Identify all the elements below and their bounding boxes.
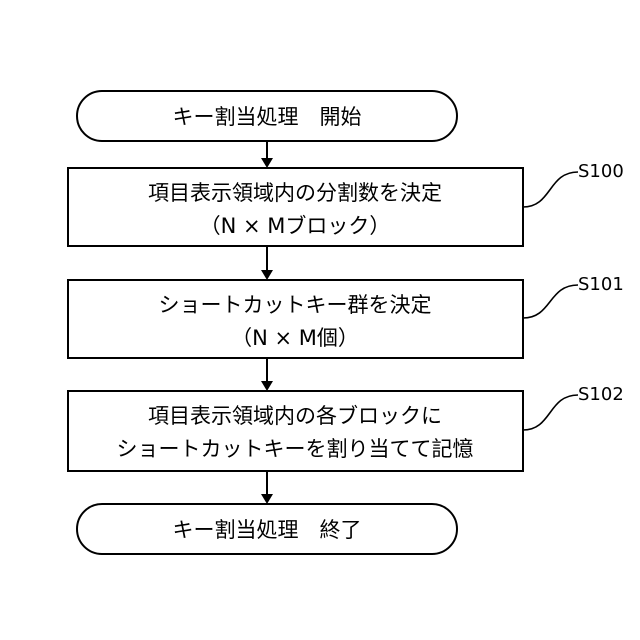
leader-line-s101 (523, 285, 578, 318)
step-label-s100: S100 (578, 161, 624, 182)
end-terminator: キー割当処理 終了 (77, 504, 457, 554)
step-s101-line1: ショートカットキー群を決定 (159, 293, 432, 317)
process-step-s102: 項目表示領域内の各ブロックに ショートカットキーを割り当てて記憶 (68, 391, 523, 471)
step-label-s101: S101 (578, 274, 624, 295)
arrowhead-s100-to-s101 (261, 270, 273, 280)
step-s102-line2: ショートカットキーを割り当てて記憶 (117, 437, 474, 461)
leader-line-s100 (523, 172, 578, 207)
start-terminator: キー割当処理 開始 (77, 91, 457, 141)
step-s100-line2: （N × Mブロック） (200, 214, 391, 238)
step-s100-line1: 項目表示領域内の分割数を決定 (148, 181, 442, 205)
step-s102-line1: 項目表示領域内の各ブロックに (148, 404, 442, 428)
arrowhead-s102-to-end (261, 494, 273, 504)
leader-line-s102 (523, 395, 578, 430)
step-label-s102: S102 (578, 384, 624, 405)
arrowhead-start-to-s100 (261, 158, 273, 168)
start-label: キー割当処理 開始 (173, 105, 362, 129)
step-s101-line2: （N × M個） (231, 326, 359, 350)
end-label: キー割当処理 終了 (173, 518, 362, 542)
process-step-s101: ショートカットキー群を決定 （N × M個） (68, 280, 523, 358)
process-step-s100: 項目表示領域内の分割数を決定 （N × Mブロック） (68, 168, 523, 246)
arrowhead-s101-to-s102 (261, 381, 273, 391)
